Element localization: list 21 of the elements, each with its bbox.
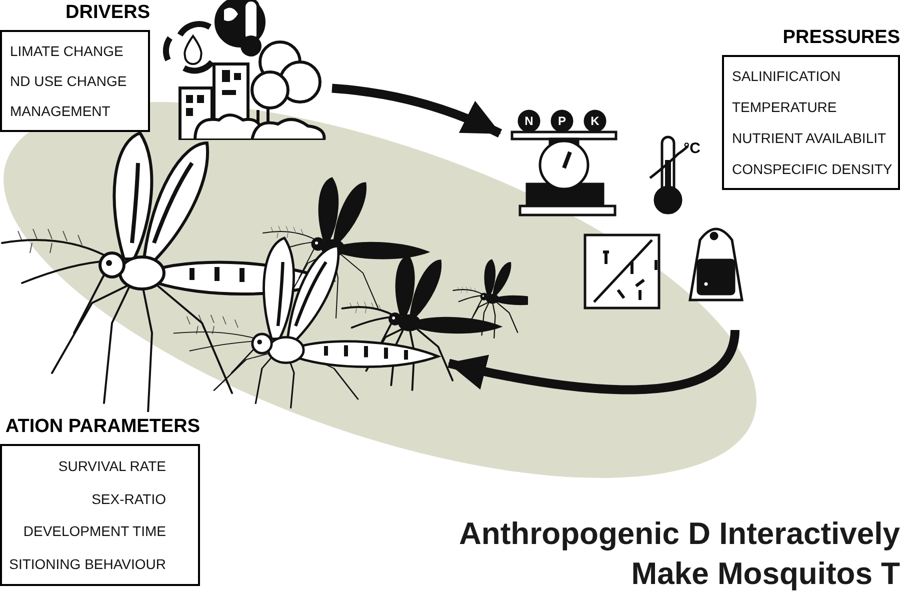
weight-letter: P	[556, 113, 567, 129]
list-item: LIMATE CHANGE	[10, 42, 124, 60]
weight-letter: K	[590, 113, 600, 129]
list-item: SURVIVAL RATE	[58, 457, 166, 476]
list-item: SALINIFICATION	[732, 67, 841, 86]
panel-heading: ATION PARAMETERS	[5, 415, 200, 439]
list-item: SITIONING BEHAVIOUR	[9, 554, 166, 573]
curved-arrow	[448, 329, 740, 394]
list-item: CONSPECIFIC DENSITY	[732, 160, 892, 178]
panel-heading: PRESSURES	[782, 26, 900, 50]
list-item: ND USE CHANGE	[10, 72, 127, 90]
list-item: DEVELOPMENT TIME	[23, 522, 166, 540]
list-item: TEMPERATURE	[732, 98, 837, 116]
list-item: MANAGEMENT	[10, 102, 110, 120]
list-item: SEX-RATIO	[92, 490, 166, 508]
curved-arrow	[332, 84, 502, 138]
unit-label: °C	[682, 141, 702, 157]
title: Anthropogenic D Interactively Make Mosquitos T	[458, 515, 900, 593]
list-item: NUTRIENT AVAILABILIT	[732, 128, 886, 147]
panel-heading: DRIVERS	[66, 1, 150, 25]
weight-letter: N	[524, 113, 534, 129]
